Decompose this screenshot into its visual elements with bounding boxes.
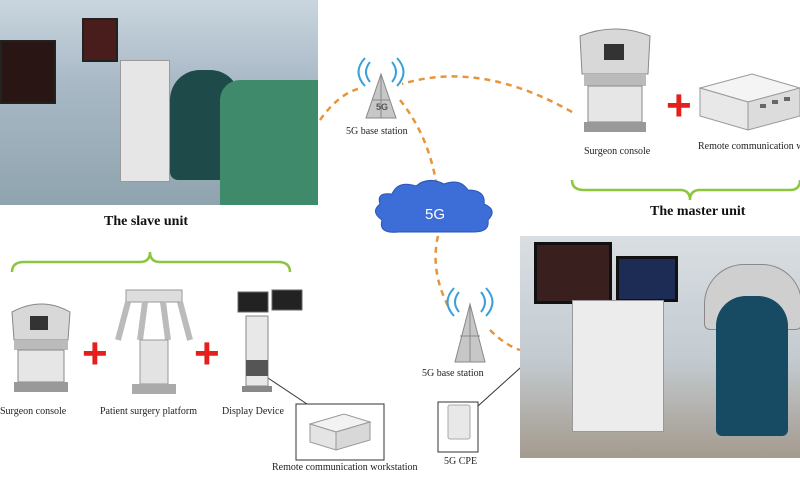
5g-cpe-icon <box>437 401 479 453</box>
link-cloud-to-tower <box>434 235 450 307</box>
slave-surgeon-console-label: Surgeon console <box>0 406 67 417</box>
antenna-badge: 5G <box>376 102 389 112</box>
master-monitor-right <box>616 256 678 302</box>
cloud-label: 5G <box>425 206 446 223</box>
plus-icon: + <box>666 81 692 130</box>
link-tower-to-master-photo <box>489 329 521 352</box>
master-control-room-photo <box>520 236 800 458</box>
base-station-top-label: 5G base station <box>346 126 408 137</box>
slave-unit-bracket <box>10 251 292 273</box>
plus-icon: + <box>82 329 108 378</box>
patient-platform-label: Patient surgery platform <box>100 406 198 417</box>
master-surgeon-console-icon <box>579 28 651 132</box>
slave-operating-room-photo <box>0 0 318 205</box>
cpe-label: 5G CPE <box>444 456 478 467</box>
master-cart <box>572 300 664 432</box>
base-station-bottom-icon <box>446 287 494 363</box>
slave-monitor-left <box>0 40 56 104</box>
5g-cloud-icon <box>375 180 493 233</box>
slave-workstation-label: Remote communication workstation <box>272 462 418 473</box>
link-slave-to-tower <box>318 86 363 121</box>
master-surgeon-figure <box>716 296 788 436</box>
master-workstation-label: Remote communication w <box>698 141 800 152</box>
display-device-label: Display Device <box>222 406 284 417</box>
plus-icon: + <box>194 329 220 378</box>
slave-workstation-icon <box>295 403 385 461</box>
master-unit-title: The master unit <box>650 204 746 219</box>
slave-drapes <box>220 80 318 205</box>
base-station-top-icon <box>357 57 405 119</box>
slave-unit-title: The slave unit <box>104 214 189 229</box>
base-station-bottom-label: 5G base station <box>422 368 484 379</box>
display-device-icon <box>237 289 303 392</box>
slave-monitor-right <box>82 18 118 62</box>
master-monitor-left <box>534 242 612 304</box>
slave-equipment-cart <box>120 60 170 182</box>
slave-surgeon-console-icon <box>11 303 71 392</box>
link-master-to-tower <box>401 75 573 114</box>
master-surgeon-console-label: Surgeon console <box>584 146 651 157</box>
master-workstation-icon <box>698 73 800 131</box>
master-unit-bracket <box>570 179 800 201</box>
patient-surgery-platform-icon <box>115 289 193 394</box>
